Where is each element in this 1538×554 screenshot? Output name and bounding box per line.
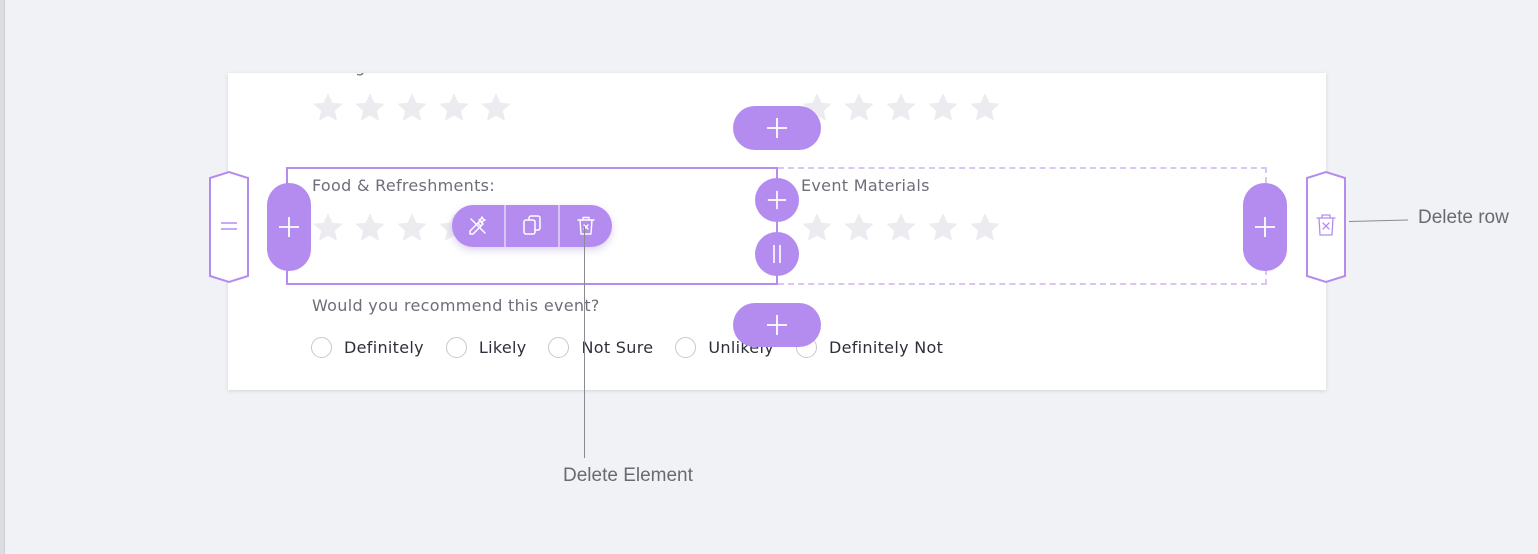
star-rating-row1-col2[interactable] xyxy=(799,90,1003,126)
copy-element-button[interactable] xyxy=(504,205,558,247)
plus-icon xyxy=(767,190,787,210)
delete-element-button[interactable] xyxy=(558,205,612,247)
adjacent-element-outline xyxy=(778,167,1267,285)
star-rating-row1-col1[interactable] xyxy=(310,90,514,126)
radio-option[interactable]: Not Sure xyxy=(548,337,653,358)
trash-icon xyxy=(1316,214,1336,236)
edit-icon xyxy=(469,216,486,235)
star-icon[interactable] xyxy=(394,90,430,126)
field-label-partial: g xyxy=(312,73,419,76)
plus-icon xyxy=(767,118,787,138)
add-row-below-button[interactable] xyxy=(733,303,821,347)
recommend-options: Definitely Likely Not Sure Unlikely Defi… xyxy=(311,337,965,358)
star-icon[interactable] xyxy=(310,90,346,126)
drag-handle-icon xyxy=(221,222,237,230)
field-label-food: Food & Refreshments: xyxy=(312,176,496,195)
star-icon[interactable] xyxy=(394,210,430,246)
plus-icon xyxy=(279,217,299,237)
star-icon[interactable] xyxy=(436,90,472,126)
radio-button[interactable] xyxy=(445,337,467,358)
field-label-materials: Event Materials xyxy=(801,176,930,195)
star-icon[interactable] xyxy=(925,90,961,126)
star-icon[interactable] xyxy=(967,210,1003,246)
radio-label: Not Sure xyxy=(581,338,654,357)
radio-label: Definitely Not xyxy=(828,338,944,357)
add-column-left-button[interactable] xyxy=(267,183,311,271)
add-row-above-button[interactable] xyxy=(733,106,821,150)
star-icon[interactable] xyxy=(841,90,877,126)
star-icon[interactable] xyxy=(478,90,514,126)
radio-button[interactable] xyxy=(675,337,697,358)
radio-option[interactable]: Likely xyxy=(445,337,527,358)
star-icon[interactable] xyxy=(925,210,961,246)
star-rating-materials[interactable] xyxy=(799,210,1003,246)
star-icon[interactable] xyxy=(352,90,388,126)
star-icon[interactable] xyxy=(310,210,346,246)
recommend-question: Would you recommend this event? xyxy=(312,296,600,315)
sidebar-edge xyxy=(0,0,5,554)
element-toolbar xyxy=(452,205,612,247)
add-column-between-button[interactable] xyxy=(755,178,799,222)
star-icon[interactable] xyxy=(883,90,919,126)
annotation-line-delete-element xyxy=(584,226,585,458)
radio-option[interactable]: Definitely Not xyxy=(795,337,944,358)
radio-button[interactable] xyxy=(548,337,570,358)
plus-icon xyxy=(767,315,787,335)
star-icon[interactable] xyxy=(841,210,877,246)
edit-element-button[interactable] xyxy=(452,205,504,247)
radio-button[interactable] xyxy=(311,337,332,358)
star-icon[interactable] xyxy=(967,90,1003,126)
annotation-line-delete-row xyxy=(1348,219,1408,222)
star-icon[interactable] xyxy=(799,210,835,246)
radio-option[interactable]: Definitely xyxy=(311,337,424,358)
star-icon[interactable] xyxy=(352,210,388,246)
annotation-delete-row: Delete row xyxy=(1418,207,1509,228)
copy-icon xyxy=(523,215,541,235)
row-drag-handle[interactable] xyxy=(208,170,250,284)
column-resize-handle[interactable] xyxy=(755,232,799,276)
plus-icon xyxy=(1255,217,1275,237)
radio-label: Definitely xyxy=(344,338,424,357)
add-column-right-button[interactable] xyxy=(1243,183,1287,271)
pause-icon xyxy=(773,245,781,263)
star-icon[interactable] xyxy=(883,210,919,246)
trash-icon xyxy=(577,216,595,235)
radio-label: Likely xyxy=(478,338,527,357)
delete-row-button[interactable] xyxy=(1305,170,1347,284)
annotation-delete-element: Delete Element xyxy=(563,465,693,486)
